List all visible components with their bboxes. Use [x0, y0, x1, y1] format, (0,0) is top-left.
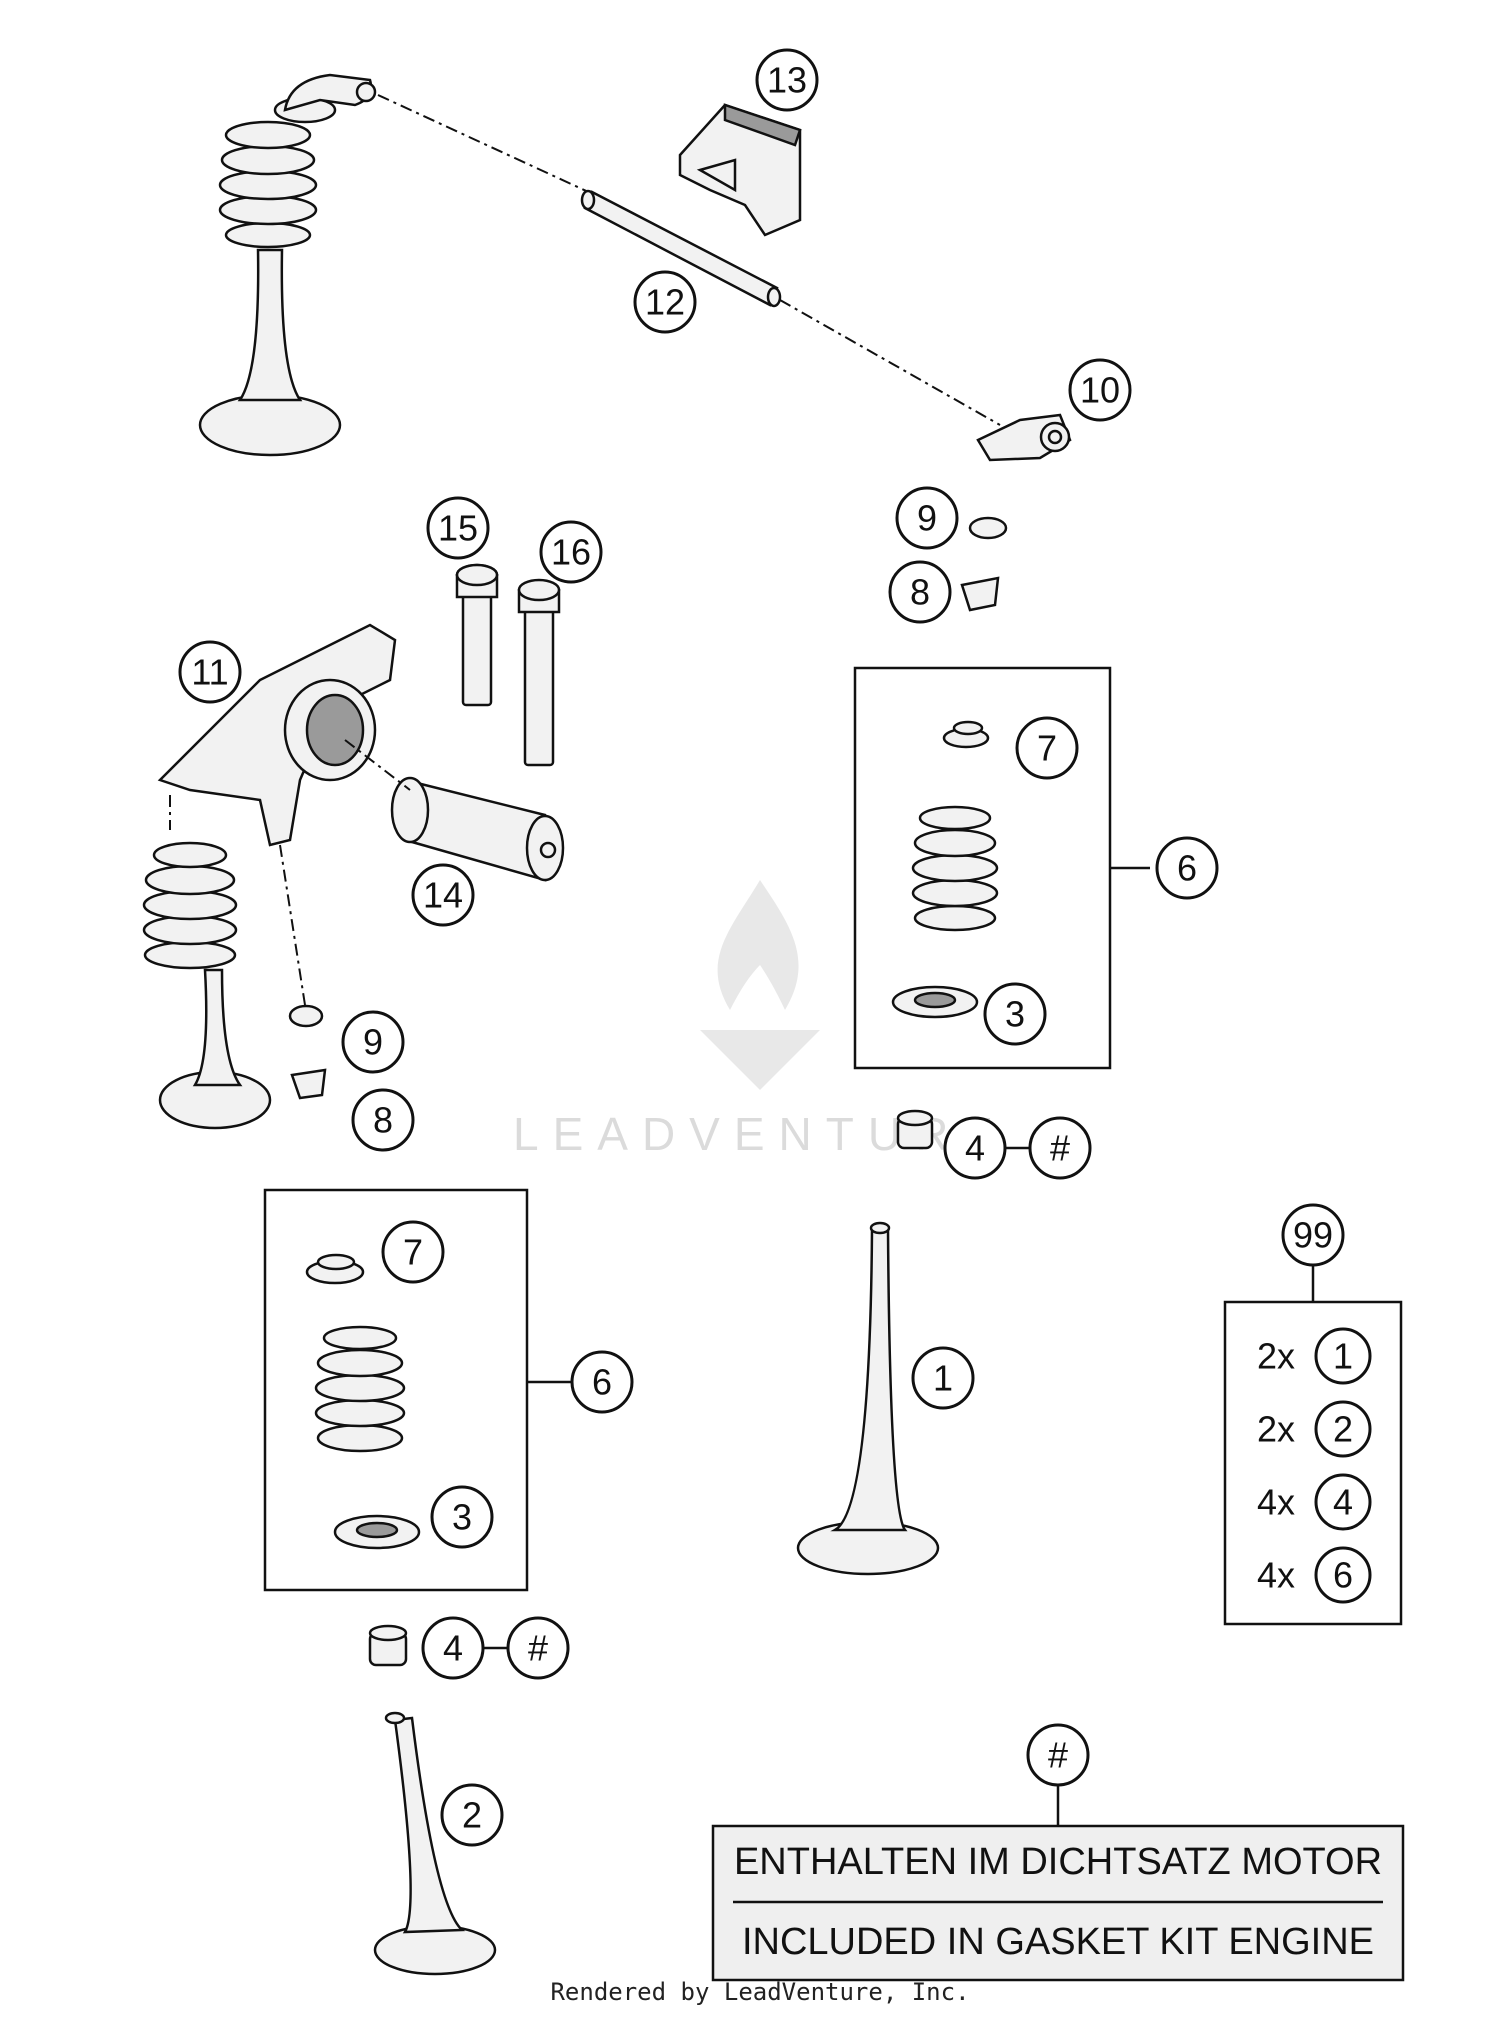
svg-text:99: 99 [1293, 1215, 1333, 1256]
callout-hash-right: # [1028, 1116, 1092, 1180]
callout-8-left: 8 [351, 1088, 415, 1152]
svg-text:4x: 4x [1257, 1482, 1295, 1523]
svg-text:4: 4 [443, 1628, 463, 1669]
svg-text:9: 9 [917, 498, 937, 539]
svg-text:16: 16 [551, 532, 591, 573]
callout-hash-note: # [1026, 1723, 1090, 1787]
svg-text:8: 8 [910, 572, 930, 613]
part-1-valve [796, 1221, 940, 1576]
part-10-rocker-arm [976, 413, 1072, 462]
svg-text:7: 7 [403, 1232, 423, 1273]
part-8-keeper-upper [960, 576, 1000, 612]
callout-15: 15 [426, 496, 490, 560]
svg-text:2x: 2x [1257, 1409, 1295, 1450]
part-14-pin [390, 776, 565, 882]
kit-list-row: 2x 1 [1257, 1327, 1372, 1385]
part-4-seal-left [368, 1624, 408, 1667]
svg-text:12: 12 [645, 282, 685, 323]
svg-text:4: 4 [1333, 1482, 1353, 1523]
callout-3-left: 3 [430, 1485, 494, 1549]
callout-3-right: 3 [983, 982, 1047, 1046]
left-box-parts [305, 1253, 421, 1550]
svg-text:2: 2 [462, 1795, 482, 1836]
kit-list-row: 4x 4 [1257, 1473, 1372, 1531]
svg-text:11: 11 [191, 652, 228, 693]
callout-9-upper: 9 [895, 486, 959, 550]
group-6-box-left [263, 1188, 529, 1592]
callout-8-upper: 8 [888, 560, 952, 624]
upper-valve-assembly [198, 73, 377, 457]
svg-text:8: 8 [373, 1100, 393, 1141]
svg-text:3: 3 [1005, 994, 1025, 1035]
callout-7-right: 7 [1015, 716, 1079, 780]
part-16-bolt [517, 578, 561, 767]
part-8-keeper-left [290, 1068, 327, 1100]
callout-9-left: 9 [341, 1010, 405, 1074]
callout-hash-left: # [506, 1616, 570, 1680]
callout-14: 14 [411, 863, 475, 927]
svg-text:4x: 4x [1257, 1555, 1295, 1596]
svg-text:7: 7 [1037, 728, 1057, 769]
kit-list-box [1223, 1300, 1403, 1626]
svg-text:1: 1 [1333, 1336, 1353, 1377]
callout-13: 13 [755, 48, 819, 112]
callout-2: 2 [440, 1783, 504, 1847]
callout-12: 12 [633, 270, 697, 334]
callout-6-left: 6 [570, 1350, 634, 1414]
callout-10: 10 [1068, 358, 1132, 422]
part-2-valve [373, 1711, 497, 1976]
callout-11: 11 [178, 640, 242, 704]
kit-list-row: 4x 6 [1257, 1546, 1372, 1604]
note-line-en: INCLUDED IN GASKET KIT ENGINE [742, 1921, 1374, 1963]
svg-text:2x: 2x [1257, 1336, 1295, 1377]
svg-text:6: 6 [1177, 848, 1197, 889]
part-4-seal-right [896, 1109, 934, 1150]
note-line-de: ENTHALTEN IM DICHTSATZ MOTOR [734, 1841, 1382, 1883]
svg-text:9: 9 [363, 1022, 383, 1063]
rocker-shaft [580, 189, 782, 308]
svg-text:2: 2 [1333, 1409, 1353, 1450]
left-valve-assembly [142, 795, 306, 1130]
kit-list-row: 2x 2 [1257, 1400, 1372, 1458]
svg-text:14: 14 [423, 875, 463, 916]
svg-text:1: 1 [933, 1358, 953, 1399]
footer-credit: Rendered by LeadVenture, Inc. [550, 1978, 969, 2006]
svg-text:#: # [528, 1628, 548, 1669]
callout-99: 99 [1281, 1203, 1345, 1267]
svg-text:10: 10 [1080, 370, 1120, 411]
callout-6-right: 6 [1155, 836, 1219, 900]
svg-text:3: 3 [452, 1497, 472, 1538]
svg-text:6: 6 [1333, 1555, 1353, 1596]
callout-4-right: 4 [943, 1116, 1007, 1180]
svg-text:#: # [1048, 1735, 1068, 1776]
svg-text:15: 15 [438, 508, 478, 549]
svg-text:13: 13 [767, 60, 807, 101]
svg-text:6: 6 [592, 1362, 612, 1403]
part-13-clip [678, 103, 802, 237]
part-9-shim-left [288, 1004, 324, 1028]
part-15-bolt [455, 563, 499, 707]
callout-4-left: 4 [421, 1616, 485, 1680]
callout-16: 16 [539, 520, 603, 584]
svg-text:4: 4 [965, 1128, 985, 1169]
right-box-parts [891, 720, 999, 1019]
callout-7-left: 7 [381, 1220, 445, 1284]
svg-text:#: # [1050, 1128, 1070, 1169]
part-11-rocker-arm [157, 623, 397, 847]
callout-1: 1 [911, 1346, 975, 1410]
part-9-shim-upper [968, 516, 1008, 540]
